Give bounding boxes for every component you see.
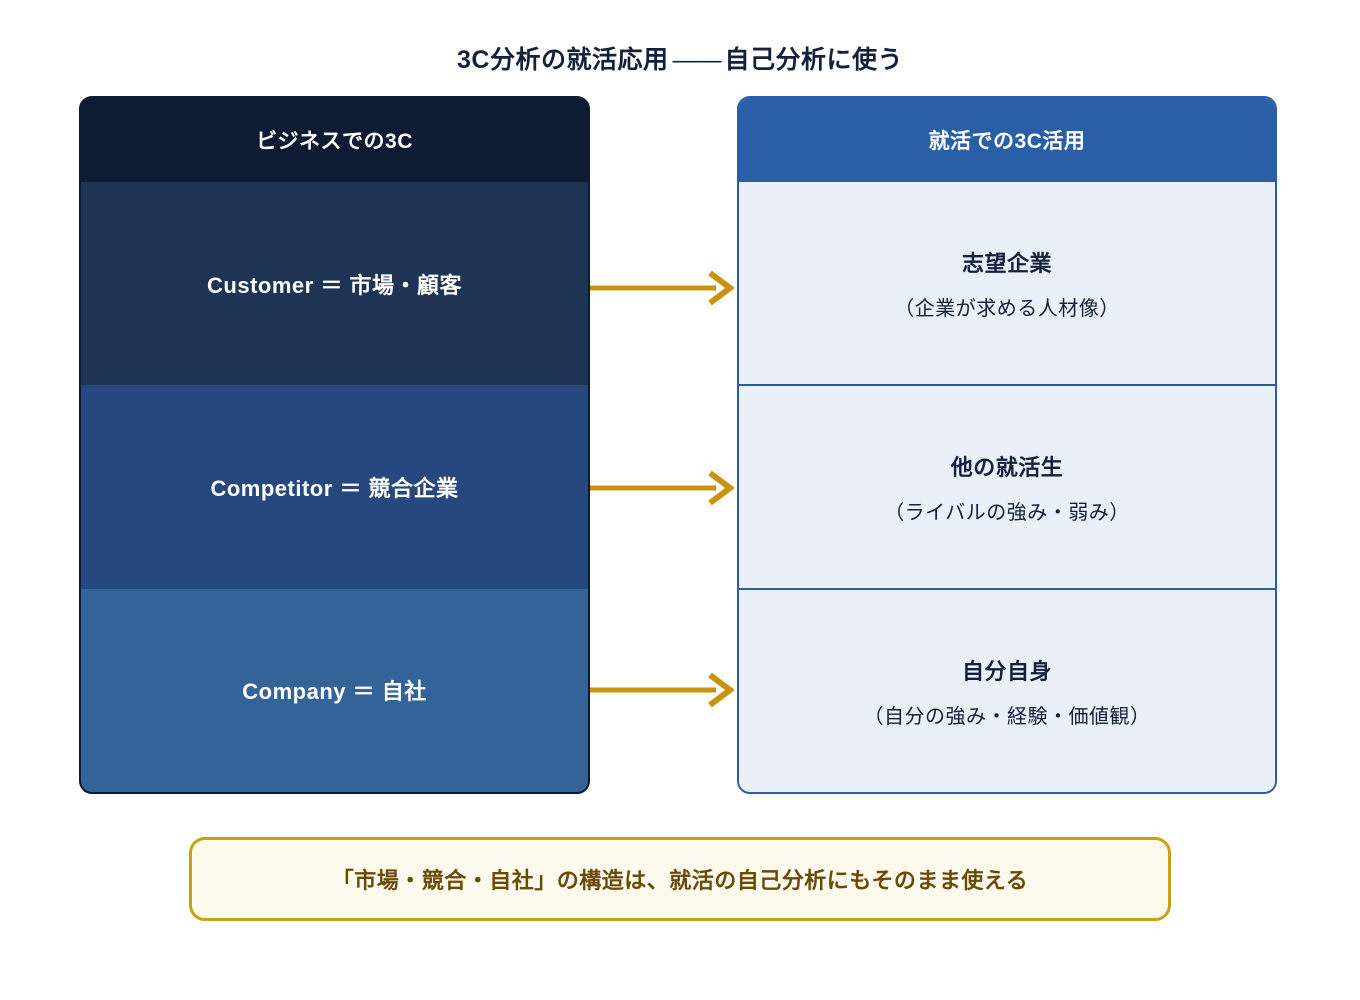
- page-title-right: 自己分析に使う: [724, 46, 903, 74]
- jobhunt-row-subtitle: （企業が求める人材像）: [894, 297, 1120, 320]
- jobhunt-3c-row-target-company: 志望企業 （企業が求める人材像）: [739, 182, 1275, 384]
- business-3c-panel: ビジネスでの3C Customer ＝ 市場・顧客 Competitor ＝ 競…: [79, 96, 590, 794]
- business-3c-row-competitor: Competitor ＝ 競合企業: [81, 385, 588, 589]
- business-3c-header: ビジネスでの3C: [81, 98, 588, 182]
- summary-banner-text: 「市場・競合・自社」の構造は、就活の自己分析にもそのまま使える: [331, 868, 1029, 893]
- business-3c-row-customer: Customer ＝ 市場・顧客: [81, 182, 588, 386]
- page-title: 3C分析の就活応用——自己分析に使う: [0, 40, 1360, 76]
- jobhunt-row-subtitle: （自分の強み・経験・価値観）: [863, 705, 1151, 728]
- jobhunt-row-subtitle: （ライバルの強み・弱み）: [884, 501, 1130, 524]
- page-title-left: 3C分析の就活応用: [457, 46, 669, 74]
- jobhunt-row-title: 自分自身: [961, 658, 1052, 684]
- jobhunt-row-title: 志望企業: [961, 250, 1052, 276]
- jobhunt-3c-header: 就活での3C活用: [739, 98, 1275, 182]
- jobhunt-3c-row-self: 自分自身 （自分の強み・経験・価値観）: [739, 588, 1275, 792]
- arrow-right-icon-competitor: [590, 470, 734, 506]
- arrow-right-icon-company: [590, 672, 734, 708]
- page-title-dash: ——: [672, 46, 721, 74]
- arrow-right-icon-customer: [590, 270, 734, 306]
- jobhunt-row-title: 他の就活生: [950, 454, 1064, 480]
- jobhunt-3c-panel: 就活での3C活用 志望企業 （企業が求める人材像） 他の就活生 （ライバルの強み…: [737, 96, 1277, 794]
- business-3c-row-company: Company ＝ 自社: [81, 588, 588, 792]
- summary-banner: 「市場・競合・自社」の構造は、就活の自己分析にもそのまま使える: [189, 837, 1171, 921]
- jobhunt-3c-row-other-students: 他の就活生 （ライバルの強み・弱み）: [739, 384, 1275, 588]
